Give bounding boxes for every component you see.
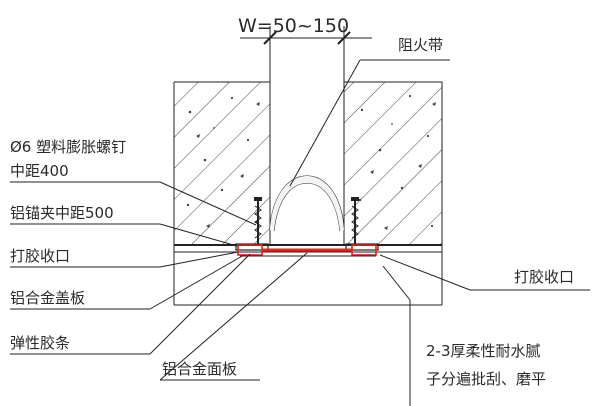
label-anchor-spacing: 中距400 xyxy=(10,162,69,180)
label-sealant-left: 打胶收口 xyxy=(10,247,70,265)
left-aluminum-clip xyxy=(235,243,269,251)
aluminum-face-plate xyxy=(237,244,377,257)
right-concrete-wall xyxy=(343,81,443,305)
label-anchor-screw: Ø6 塑料膨胀螺钉 xyxy=(10,138,126,156)
slab-outline xyxy=(174,244,442,306)
label-fire-tape: 阻火带 xyxy=(398,36,443,54)
right-aluminum-clip xyxy=(345,243,379,251)
left-concrete-wall xyxy=(173,81,271,305)
label-putty-line2: 子分遍批刮、磨平 xyxy=(426,370,546,388)
dimension-label: W=50~150 xyxy=(238,15,349,37)
dimension-line xyxy=(240,26,372,82)
fire-stop-tape xyxy=(269,175,345,232)
left-anchor-screw xyxy=(254,197,262,244)
leader-lines xyxy=(10,59,590,406)
label-cover-plate: 铝合金盖板 xyxy=(10,289,85,307)
label-sealant-right: 打胶收口 xyxy=(514,268,574,286)
label-face-plate: 铝合金面板 xyxy=(162,360,237,378)
right-anchor-screw xyxy=(351,197,359,244)
label-putty-line1: 2-3厚柔性耐水腻 xyxy=(426,342,541,360)
label-rubber-strip: 弹性胶条 xyxy=(10,334,70,352)
label-clip: 铝锚夹中距500 xyxy=(10,204,114,222)
